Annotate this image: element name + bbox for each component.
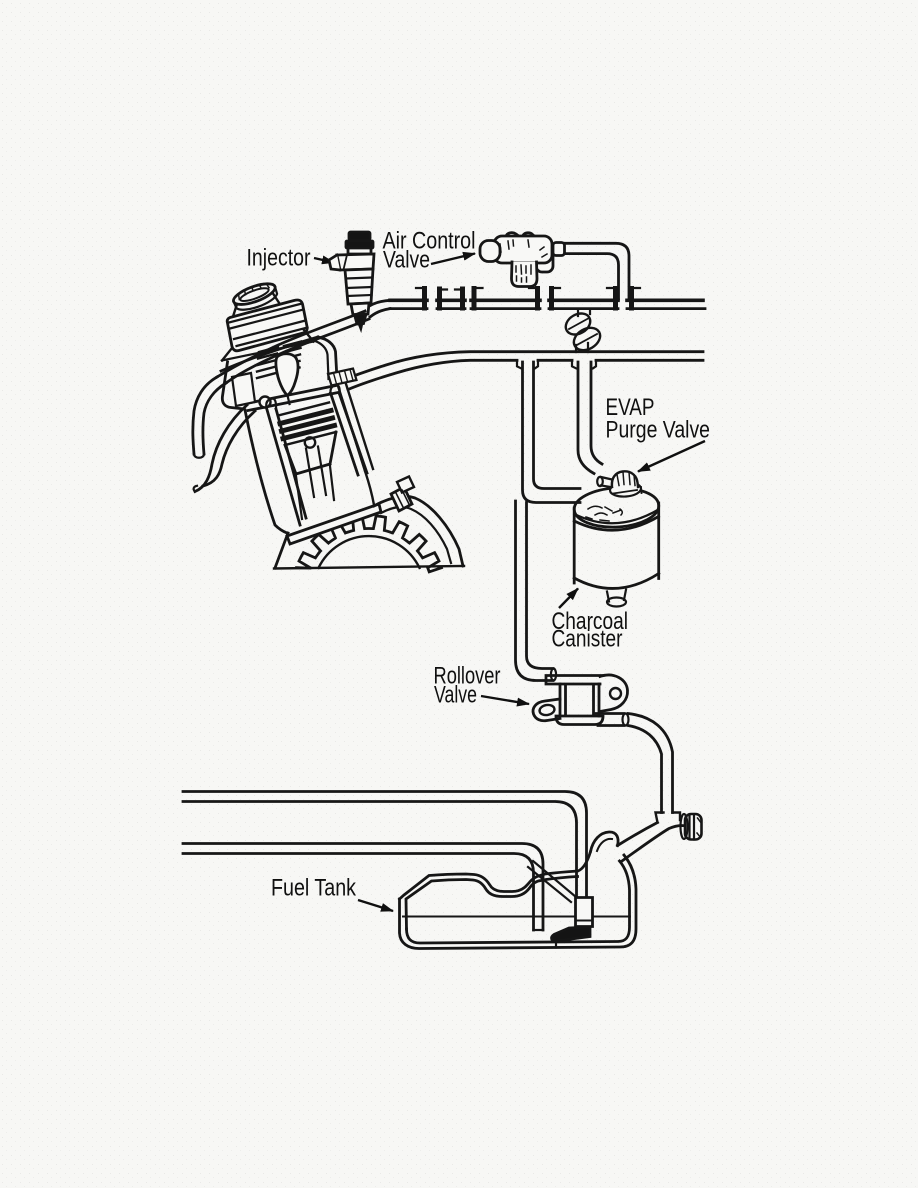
- svg-text:EVAP: EVAP: [606, 394, 655, 421]
- svg-text:Injector: Injector: [247, 245, 311, 272]
- svg-text:Air Control: Air Control: [383, 228, 476, 255]
- svg-text:Purge Valve: Purge Valve: [606, 417, 711, 444]
- svg-text:Rollover: Rollover: [434, 663, 501, 690]
- svg-text:Fuel Tank: Fuel Tank: [271, 875, 357, 902]
- svg-text:Valve: Valve: [383, 247, 430, 274]
- svg-text:Canister: Canister: [552, 626, 623, 653]
- svg-text:Charcoal: Charcoal: [552, 608, 629, 635]
- svg-text:Valve: Valve: [434, 682, 477, 709]
